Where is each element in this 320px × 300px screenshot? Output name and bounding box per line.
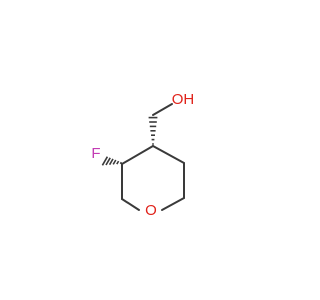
hashed-wedge-bond-ch2	[148, 116, 158, 145]
hashed-wedge-bond-f	[101, 156, 123, 166]
bond-c3-c4	[121, 145, 154, 165]
molecule-canvas: O F OH	[91, 91, 195, 219]
bond-c6-o	[161, 197, 185, 211]
fluorine-label: F	[91, 145, 100, 162]
ring-oxygen-label: O	[145, 202, 157, 219]
bond-ch2-oh	[152, 103, 173, 116]
bond-o-c2	[121, 198, 140, 211]
hydroxyl-label: OH	[172, 91, 195, 108]
structure-diagram: O F OH	[91, 91, 195, 219]
bond-c4-c5	[152, 145, 185, 164]
